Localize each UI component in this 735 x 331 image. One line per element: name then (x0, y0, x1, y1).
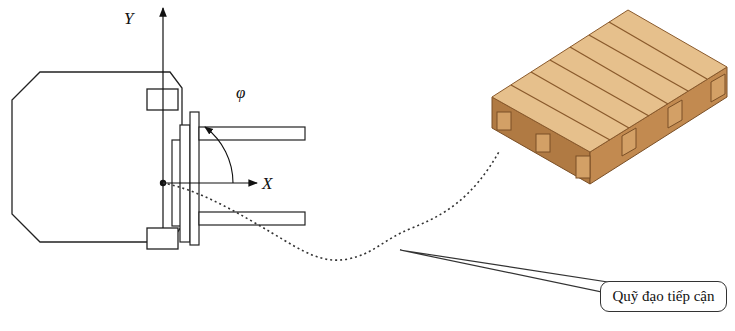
y-axis (162, 8, 163, 228)
pallet (492, 10, 727, 184)
fork (199, 127, 305, 140)
callout-bubble: Quỹ đạo tiếp cận (600, 281, 727, 312)
axis-label: Y (124, 10, 133, 27)
fork (199, 212, 305, 225)
approach-trajectory (163, 150, 500, 260)
callout-text: Quỹ đạo tiếp cận (612, 288, 714, 305)
forklift-body (12, 72, 182, 242)
fork-plate (190, 112, 199, 245)
angle-arc (205, 127, 233, 183)
axis-label: φ (236, 84, 245, 101)
axis-label: X (262, 175, 272, 192)
wheel (147, 228, 178, 249)
x-axis (163, 182, 257, 183)
